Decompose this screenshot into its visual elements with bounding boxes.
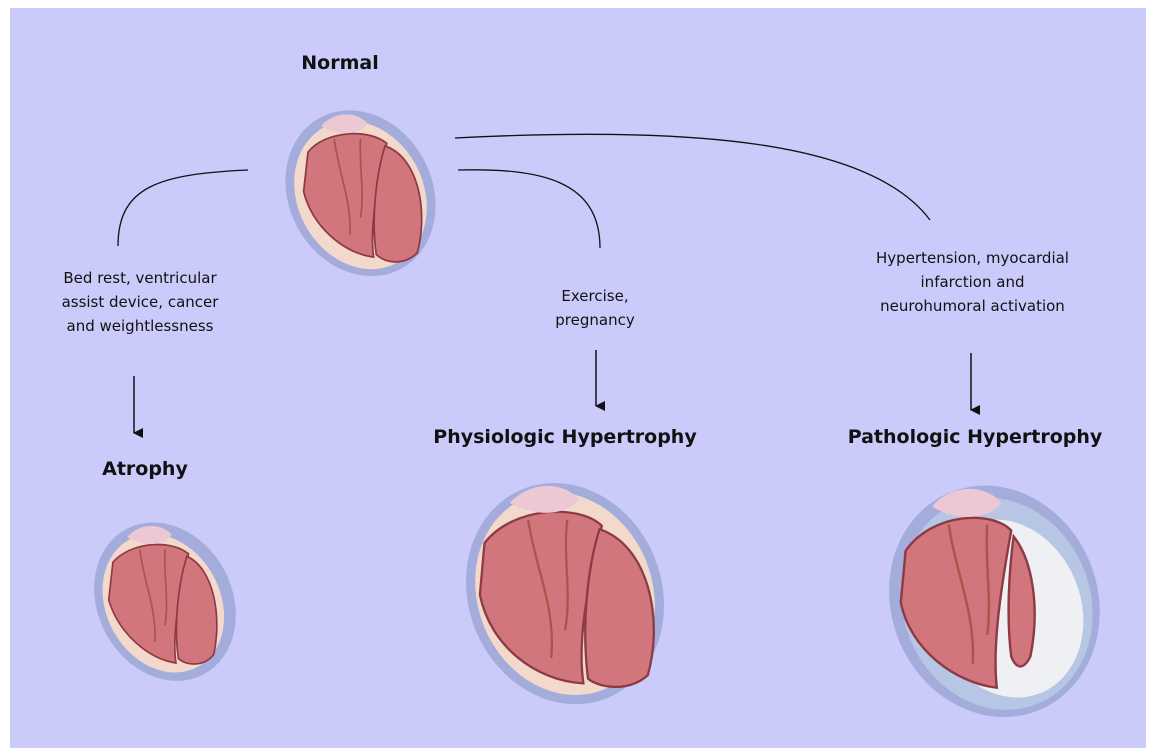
cause-pathologic-line: neurohumoral activation: [840, 294, 1105, 318]
label-atrophy: Atrophy: [70, 458, 220, 480]
cause-pathologic-line: infarction and: [840, 270, 1105, 294]
heart-atrophy: [80, 516, 250, 684]
heart-physiologic: [450, 470, 680, 708]
cause-atrophy-line: and weightlessness: [25, 314, 255, 338]
heart-normal: [268, 104, 453, 279]
label-normal: Normal: [260, 52, 420, 74]
cause-physiologic: Exercise, pregnancy: [510, 284, 680, 332]
label-physiologic-hypertrophy: Physiologic Hypertrophy: [400, 426, 730, 448]
cause-atrophy-line: assist device, cancer: [25, 290, 255, 314]
connector-to-atrophy: [118, 170, 248, 246]
cause-atrophy: Bed rest, ventricular assist device, can…: [25, 266, 255, 338]
cause-atrophy-line: Bed rest, ventricular: [25, 266, 255, 290]
connector-to-physiologic: [458, 170, 600, 248]
heart-pathologic: [872, 474, 1112, 719]
cause-pathologic: Hypertension, myocardial infarction and …: [840, 246, 1105, 318]
connector-to-pathologic: [455, 134, 930, 220]
cause-physiologic-line: Exercise,: [510, 284, 680, 308]
diagram-panel: Normal Atrophy Physiologic Hypertrophy P…: [10, 8, 1146, 748]
cause-pathologic-line: Hypertension, myocardial: [840, 246, 1105, 270]
label-pathologic-hypertrophy: Pathologic Hypertrophy: [820, 426, 1130, 448]
cause-physiologic-line: pregnancy: [510, 308, 680, 332]
